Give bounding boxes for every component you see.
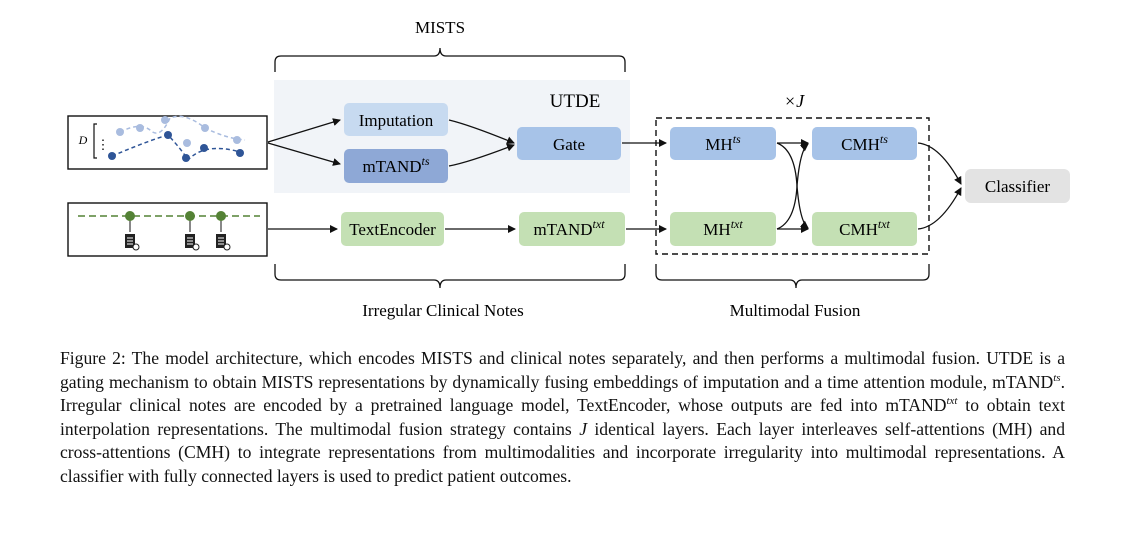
caption-mh: MH xyxy=(997,418,1027,439)
mtand-txt-label: mTANDtxt xyxy=(533,217,605,239)
caption-text-4: , whose outputs are fed into xyxy=(665,395,886,416)
textencoder-label: TextEncoder xyxy=(349,220,436,239)
classifier-box xyxy=(965,169,1070,203)
fusion-brace xyxy=(655,264,930,289)
mists-label: MISTS xyxy=(415,18,465,37)
fusion-label: Multimodal Fusion xyxy=(730,301,861,320)
notes-brace xyxy=(274,264,626,289)
cross-arrow-txt-to-ts xyxy=(776,143,809,230)
caption-paragraph: Figure 2: The model architecture, which … xyxy=(60,347,1065,489)
mtand-ts-label: mTANDts xyxy=(362,154,429,176)
mtand-txt-box xyxy=(519,212,625,246)
imputation-box xyxy=(344,103,448,136)
figure-caption: Figure 2: The model architecture, which … xyxy=(60,347,1065,489)
note-document-icons xyxy=(125,211,231,251)
caption-mtand-ts: mTANDts xyxy=(992,371,1061,392)
mtand-ts-box xyxy=(344,149,448,183)
fusion-layer-box xyxy=(655,117,930,255)
cross-arrow-ts-to-txt xyxy=(776,142,809,229)
classifier-label: Classifier xyxy=(985,177,1050,196)
dimension-label: D xyxy=(78,133,88,147)
architecture-diagram: MISTS UTDE D ⋮ xyxy=(67,18,1070,320)
arrow-ts-to-imputation xyxy=(267,118,341,143)
caption-text-2: is a gating mechanism to obtain MISTS re… xyxy=(60,348,1065,392)
cmh-txt-box xyxy=(812,212,917,246)
gate-label: Gate xyxy=(553,135,585,154)
dimension-bracket xyxy=(93,123,97,159)
caption-text-1: Figure 2: The model architecture, which … xyxy=(60,348,987,368)
cmh-ts-label: CMHts xyxy=(841,132,888,154)
mists-brace xyxy=(274,47,626,72)
arrow-cmh-ts-to-classifier xyxy=(917,142,962,185)
arrow-imputation-to-gate xyxy=(448,119,515,145)
caption-utde: UTDE xyxy=(986,348,1034,368)
mh-ts-box xyxy=(670,127,776,160)
gate-box xyxy=(517,127,621,160)
arrow-mtand-to-gate xyxy=(448,143,515,167)
imputation-label: Imputation xyxy=(359,111,434,130)
caption-cmh: CMH xyxy=(184,442,225,463)
ts-line-dark xyxy=(111,134,241,162)
textencoder-box xyxy=(341,212,444,246)
caption-text-7: ) and cross-attentions ( xyxy=(60,418,1065,463)
caption-textencoder: TextEncoder xyxy=(577,395,666,416)
mh-txt-box xyxy=(670,212,776,246)
caption-text-8: ) to integrate representations from mult… xyxy=(60,442,1065,486)
repeat-label: ×J xyxy=(784,91,805,111)
arrow-cmh-txt-to-classifier xyxy=(917,187,962,230)
clinical-notes-input-box xyxy=(67,202,268,257)
notes-label: Irregular Clinical Notes xyxy=(362,301,523,320)
caption-text-5: to obtain text interpolation representat… xyxy=(60,395,1065,439)
ts-points xyxy=(108,116,244,162)
cmh-ts-box xyxy=(812,127,917,160)
arrow-ts-to-mtand xyxy=(267,142,341,166)
caption-text-6: identical layers. Each layer interleaves… xyxy=(587,418,998,439)
caption-j: J xyxy=(579,418,587,439)
time-series-input-box xyxy=(67,115,268,170)
caption-mtand-txt: mTANDtxt xyxy=(885,395,958,416)
mh-txt-label: MHtxt xyxy=(703,217,743,239)
caption-text-3: . Irregular clinical notes are encoded b… xyxy=(60,371,1065,416)
utde-label: UTDE xyxy=(550,91,601,112)
vertical-ellipsis: ⋮ xyxy=(97,137,110,152)
cmh-txt-label: CMHtxt xyxy=(839,217,890,239)
mh-ts-label: MHts xyxy=(705,132,741,154)
